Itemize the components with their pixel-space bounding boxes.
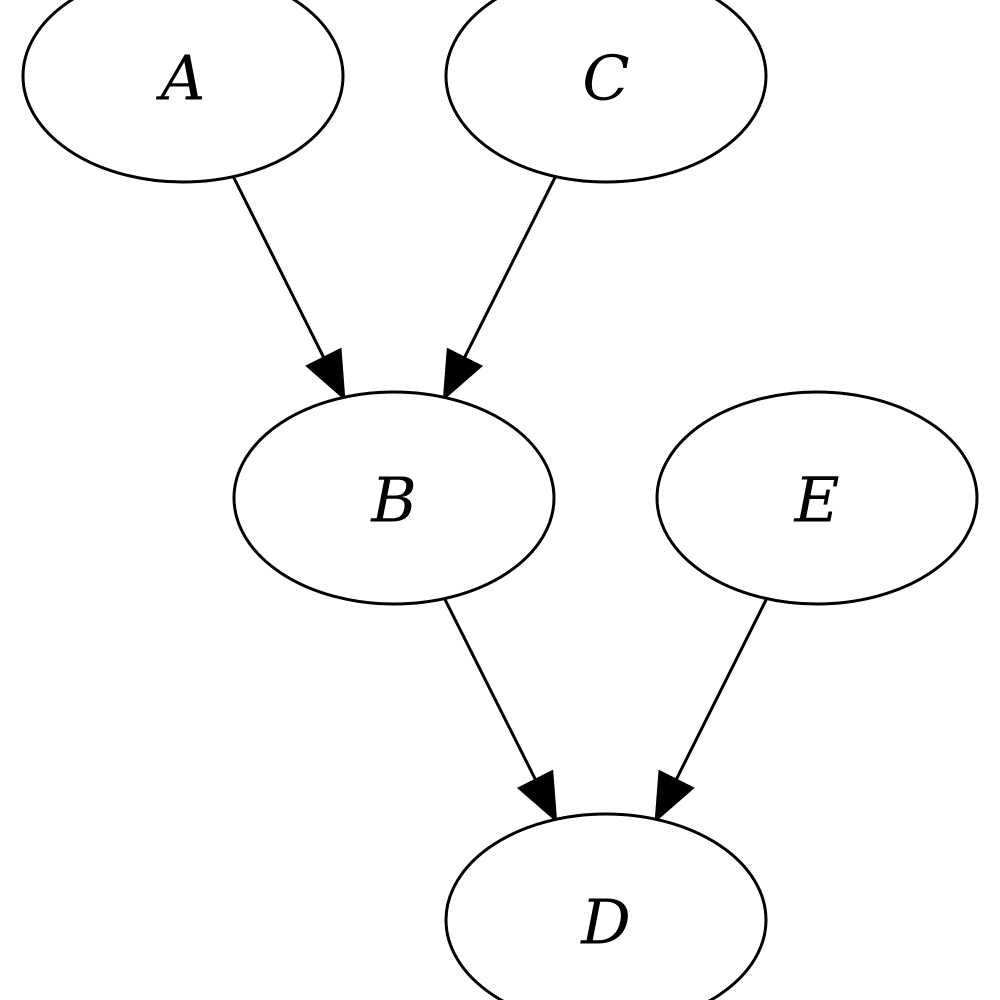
node-label: B bbox=[370, 464, 417, 537]
edge-line bbox=[462, 175, 557, 359]
edges-layer bbox=[231, 175, 769, 823]
node-ellipse bbox=[444, 0, 768, 184]
edge-c-to-b bbox=[442, 175, 557, 401]
edge-line bbox=[674, 597, 769, 781]
edge-b-to-d bbox=[443, 597, 558, 823]
node-c: C bbox=[444, 0, 768, 184]
arrowhead bbox=[654, 769, 695, 823]
node-label: A bbox=[156, 42, 206, 115]
node-b: B bbox=[232, 390, 556, 606]
edge-line bbox=[443, 597, 538, 781]
node-ellipse bbox=[444, 812, 768, 1000]
node-label: C bbox=[582, 42, 629, 115]
node-label: E bbox=[793, 464, 839, 537]
node-label: D bbox=[580, 886, 631, 959]
node-d: D bbox=[444, 812, 768, 1000]
node-ellipse bbox=[655, 390, 979, 606]
node-e: E bbox=[655, 390, 979, 606]
edge-e-to-d bbox=[654, 597, 769, 823]
nodes-layer: A C B E D bbox=[21, 0, 979, 1000]
node-ellipse bbox=[21, 0, 345, 184]
edge-line bbox=[231, 175, 326, 359]
arrowhead bbox=[516, 769, 558, 823]
edge-a-to-b bbox=[231, 175, 346, 401]
arrowhead bbox=[442, 347, 484, 401]
node-a: A bbox=[21, 0, 345, 184]
arrowhead bbox=[305, 347, 346, 401]
node-ellipse bbox=[232, 390, 556, 606]
